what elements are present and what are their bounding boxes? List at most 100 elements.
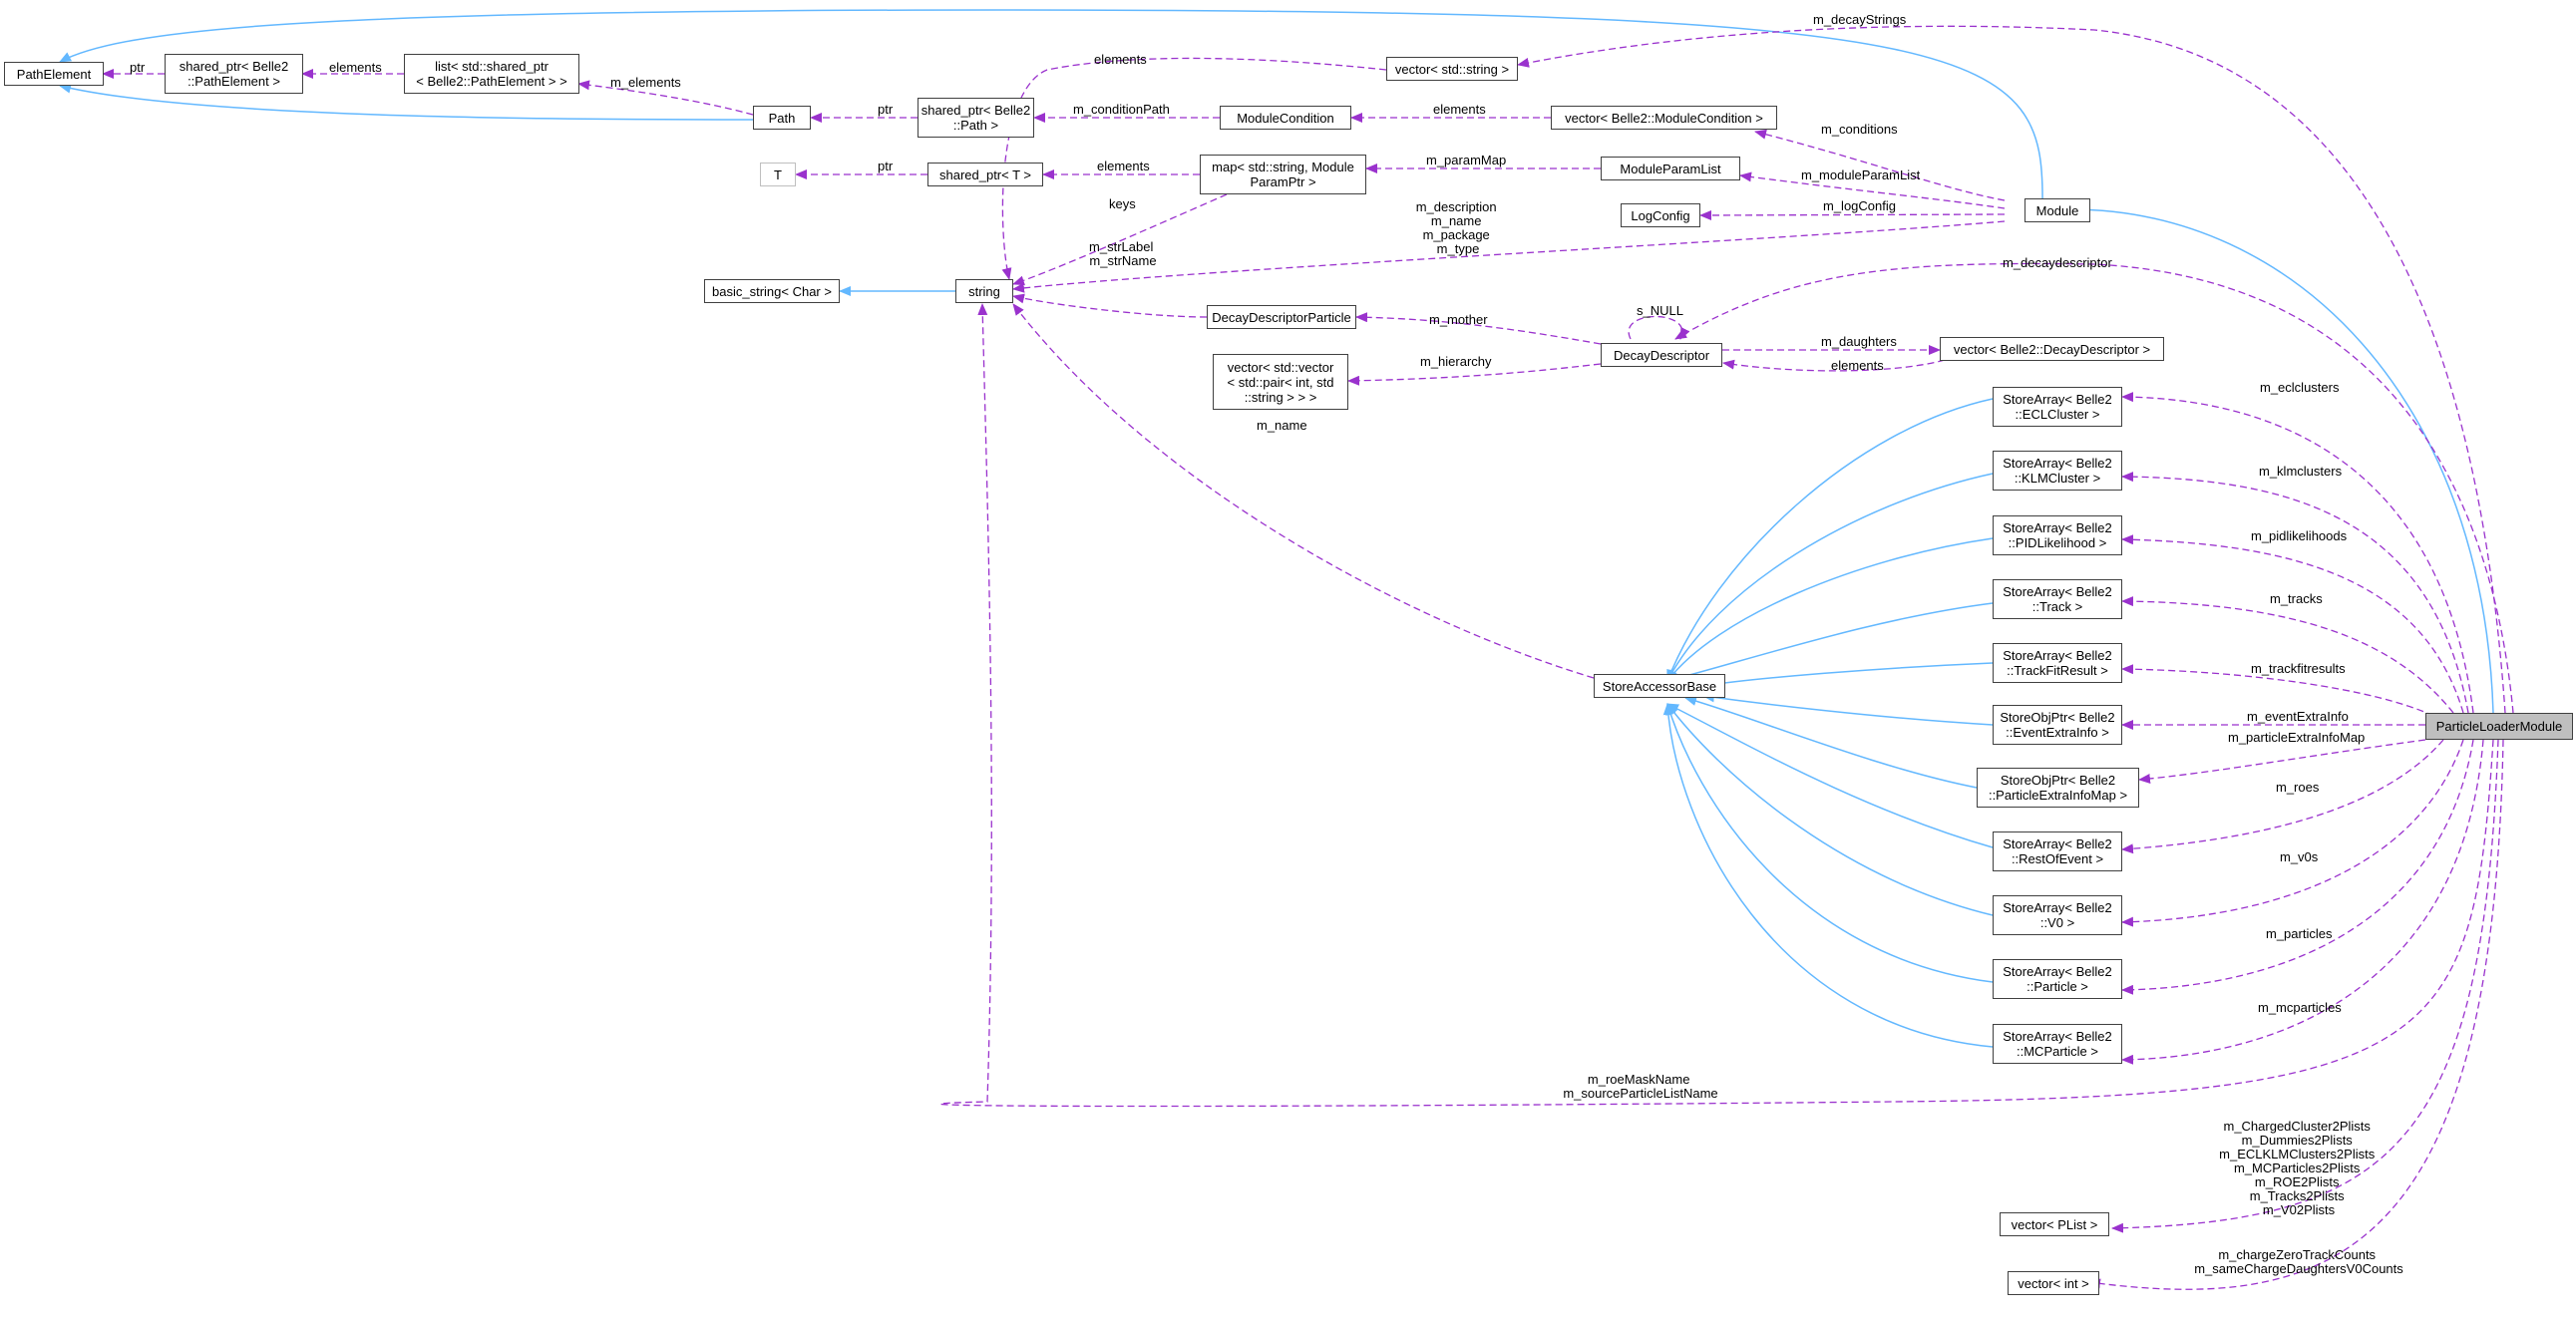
node-storeobjptr-eventextrainfo[interactable]: StoreObjPtr< Belle2::EventExtraInfo > [1993,705,2122,745]
edge-vdd-dd [1722,359,1946,372]
edge-label-m-v0s: m_v0s [2280,849,2319,864]
edge-plm-klmcluster [2121,472,2469,714]
node-storearray-particle[interactable]: StoreArray< Belle2::Particle > [1993,959,2122,999]
node-vector-plist[interactable]: vector< PList > [2000,1212,2109,1236]
node-storearray-eclcluster[interactable]: StoreArray< Belle2::ECLCluster > [1993,387,2122,427]
edge-module-logconfig [1699,209,2006,220]
edge-sab-string [1012,303,1595,679]
node-vector-decaydescriptor[interactable]: vector< Belle2::DecayDescriptor > [1940,337,2164,361]
node-list-shared-ptr[interactable]: list< std::shared_ptr< Belle2::PathEleme… [404,54,579,94]
node-storearray-mcparticle[interactable]: StoreArray< Belle2::MCParticle > [1993,1024,2122,1064]
node-storearray-restofevent[interactable]: StoreArray< Belle2::RestOfEvent > [1993,831,2122,871]
edge-plm-eclcluster [2121,392,2474,714]
node-storearray-track[interactable]: StoreArray< Belle2::Track > [1993,579,2122,619]
edge-label-ptr: ptr [878,102,894,117]
node-t[interactable]: T [760,163,796,186]
node-logconfig[interactable]: LogConfig [1621,203,1700,227]
node-storearray-klmcluster[interactable]: StoreArray< Belle2::KLMCluster > [1993,451,2122,491]
edge-label-m-strlabel: m_strLabel m_strName [1089,239,1157,268]
node-string[interactable]: string [955,279,1013,303]
edge-label-keys: keys [1109,196,1136,211]
edge-plm-mcparticle [2121,739,2484,1065]
edge-plm-vint [2088,739,2504,1290]
node-shared-ptr-t[interactable]: shared_ptr< T > [927,163,1043,186]
node-storeaccessorbase[interactable]: StoreAccessorBase [1594,674,1725,698]
node-vector-int[interactable]: vector< int > [2008,1271,2099,1295]
edge-plm-to-module [2069,204,2494,714]
node-particleloadermodule[interactable]: ParticleLoaderModule [2425,713,2573,740]
node-storearray-pidlikelihood[interactable]: StoreArray< Belle2::PIDLikelihood > [1993,515,2122,555]
edge-label-m-mother: m_mother [1429,312,1488,327]
edge-vs-string [1001,57,1387,280]
edge-track-to-sab [1666,602,1994,684]
edge-eei-to-sab [1702,692,1994,726]
edge-path-list [577,80,754,116]
edge-label-m-eventextrainfo: m_eventExtraInfo [2247,709,2349,724]
edge-klmcluster-to-sab [1666,473,1994,682]
edge-label-plists: m_ChargedCluster2Plists m_Dummies2Plists… [2219,1119,2379,1217]
node-decaydescriptor[interactable]: DecayDescriptor [1601,343,1722,367]
edge-ddp-string [1012,293,1208,318]
edge-label-m-roemaskname: m_roeMaskName m_sourceParticleListName [1563,1072,1717,1101]
edge-plm-track [2121,596,2454,714]
edge-module-mpl [1739,171,2006,209]
edge-label-m-decaystrings: m_decayStrings [1813,12,1907,27]
edge-label-m-eclclusters: m_eclclusters [2260,380,2340,395]
edge-plm-vplist [2111,739,2499,1233]
edge-label-module-strings: m_description m_name m_package m_type [1416,199,1501,256]
edge-plm-dd [1674,262,2514,714]
edge-label-m-roes: m_roes [2276,780,2320,795]
edge-particle-to-sab [1665,703,1994,983]
edge-label-elements: elements [1094,52,1147,67]
edge-label-m-trackfitresults: m_trackfitresults [2251,661,2346,676]
node-shared-ptr-path[interactable]: shared_ptr< Belle2::Path > [918,98,1034,138]
edge-plm-roe [2121,739,2444,854]
node-shared-ptr-pathelement[interactable]: shared_ptr< Belle2::PathElement > [165,54,303,94]
node-decaydescriptorparticle[interactable]: DecayDescriptorParticle [1207,305,1356,329]
edge-plm-particle [2121,739,2474,995]
edge-dd-hier [1347,363,1602,386]
edge-label-m-parammap: m_paramMap [1426,153,1506,167]
edge-label-m-moduleparamlist: m_moduleParamList [1801,167,1921,182]
edge-label-elements: elements [1097,159,1150,173]
edge-plm-string [939,303,2494,1108]
node-storearray-v0[interactable]: StoreArray< Belle2::V0 > [1993,895,2122,935]
edge-label-m-elements: m_elements [610,75,681,90]
node-vector-modulecondition[interactable]: vector< Belle2::ModuleCondition > [1551,106,1777,130]
edge-label-ptr: ptr [878,159,894,173]
node-pathelement[interactable]: PathElement [4,62,104,86]
edge-roe-to-sab [1666,703,1994,848]
edge-label-m-name: m_name [1257,418,1307,433]
edge-plm-v0 [2121,739,2464,927]
edge-v0-to-sab [1666,703,1994,916]
edge-plm-tfr [2121,664,2434,717]
node-moduleparamlist[interactable]: ModuleParamList [1601,157,1740,180]
node-basic-string[interactable]: basic_string< Char > [704,279,840,303]
node-module[interactable]: Module [2024,198,2090,222]
node-vector-hierarchy[interactable]: vector< std::vector< std::pair< int, std… [1213,354,1348,410]
edge-module-to-pathelement [59,9,2043,205]
node-path[interactable]: Path [753,106,811,130]
edge-label-m-logconfig: m_logConfig [1823,198,1896,213]
edge-label-m-particleextrainfomap: m_particleExtraInfoMap [2228,730,2365,745]
edge-label-elements: elements [1433,102,1486,117]
edge-label-m-particles: m_particles [2266,926,2333,941]
edge-label-elements: elements [1831,358,1884,373]
edge-path-to-pathelement [59,83,754,121]
edge-label-m-conditions: m_conditions [1821,122,1898,137]
edge-dd-ddp [1355,312,1602,345]
edge-label-counts: m_chargeZeroTrackCounts m_sameChargeDaug… [2194,1247,2403,1276]
node-vector-string[interactable]: vector< std::string > [1386,57,1518,81]
edge-label-elements: elements [329,60,382,75]
node-modulecondition[interactable]: ModuleCondition [1220,106,1351,130]
edge-pid-to-sab [1666,537,1994,682]
node-storeobjptr-particleextrainfomap[interactable]: StoreObjPtr< Belle2::ParticleExtraInfoMa… [1977,768,2139,808]
edge-module-vmc [1754,129,2006,201]
edge-tfr-to-sab [1702,662,1994,690]
edge-peim-to-sab [1684,696,1978,789]
node-storearray-trackfitresult[interactable]: StoreArray< Belle2::TrackFitResult > [1993,643,2122,683]
edge-mcparticle-to-sab [1662,703,1994,1048]
edge-label-m-klmclusters: m_klmclusters [2259,464,2343,479]
